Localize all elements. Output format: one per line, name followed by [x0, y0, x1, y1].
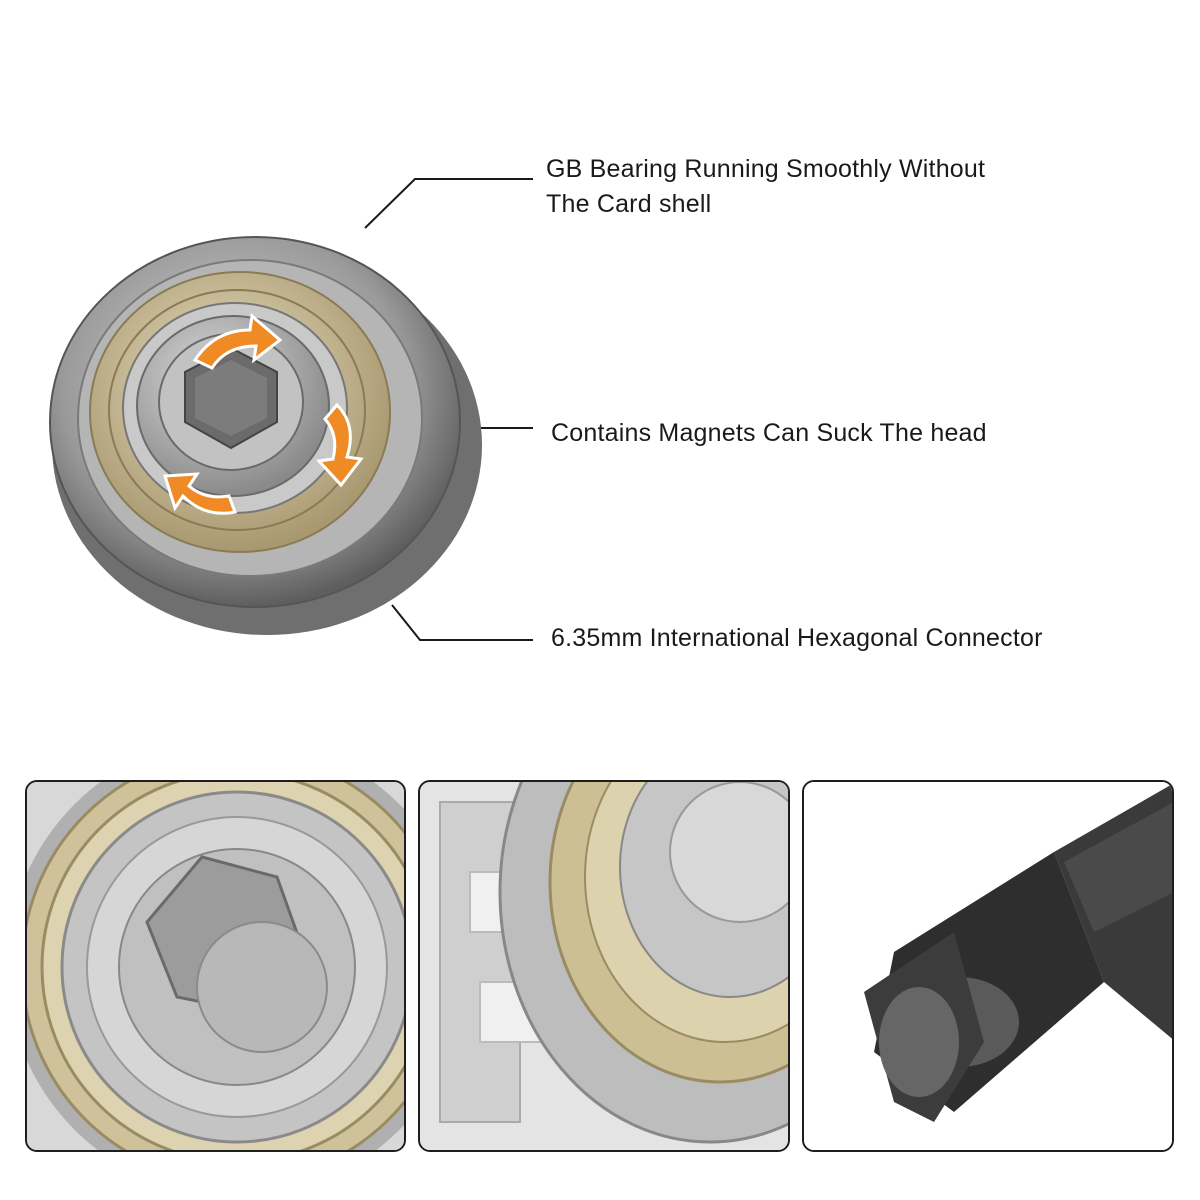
- magnet-callout: Contains Magnets Can Suck The head: [551, 419, 987, 447]
- detail-panel-hex-socket: [25, 780, 406, 1152]
- rotation-arrow-icon: [162, 313, 364, 515]
- bearing-callout: GB Bearing Running Smoothly Without The …: [546, 152, 1106, 222]
- socket-adapter-illustration: [49, 236, 482, 635]
- bearing-callout-line-1: GB Bearing Running Smoothly Without: [546, 155, 986, 183]
- detail-panel-screwdriver-bit: [802, 780, 1174, 1152]
- connector-callout: 6.35mm International Hexagonal Connector: [551, 624, 1043, 652]
- bearing-callout-line-2: The Card shell: [546, 190, 712, 218]
- detail-panel-bearing-side: [418, 780, 790, 1152]
